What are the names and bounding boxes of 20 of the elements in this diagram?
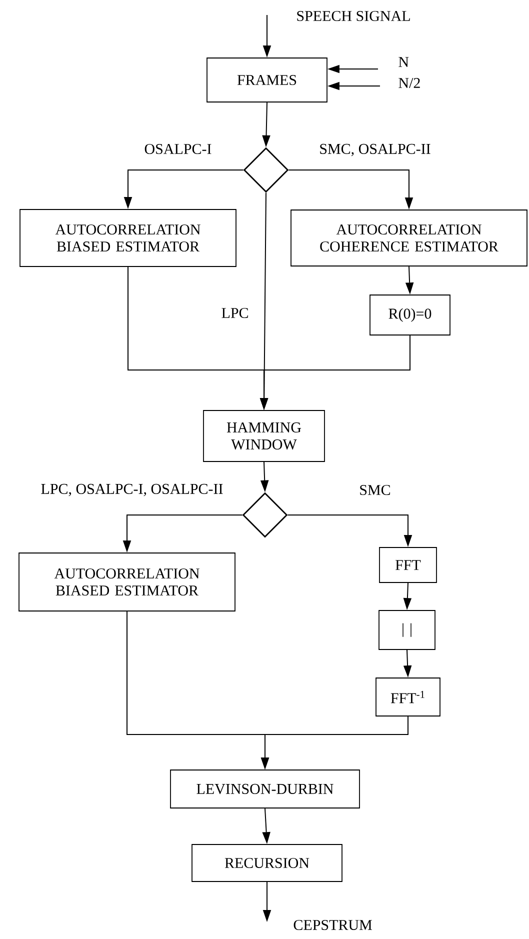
edge-label: N bbox=[397, 56, 410, 68]
process-box: HAMMING WINDOW bbox=[203, 410, 325, 462]
process-box: FFT bbox=[379, 547, 437, 583]
edge-label: SMC, OSALPC-II bbox=[318, 142, 432, 158]
edge-label: CEPSTRUM bbox=[292, 918, 374, 932]
edge-label: SMC bbox=[358, 484, 392, 496]
edge-label: LPC bbox=[220, 306, 250, 320]
edge-label: LPC, OSALPC-I, OSALPC-II bbox=[40, 482, 224, 498]
process-box: FFT$^{-1}$ bbox=[376, 678, 440, 716]
process-box: LEVINSON-DURBIN bbox=[170, 770, 360, 808]
process-box: R(0)=0 bbox=[370, 294, 450, 336]
process-box: AUTOCORRELATION BIASED ESTIMATOR bbox=[20, 209, 236, 267]
edge-label: SPEECH SIGNAL bbox=[295, 10, 412, 22]
process-box: | | bbox=[378, 610, 436, 650]
process-box: FRAMES bbox=[206, 58, 328, 102]
process-box: AUTOCORRELATION BIASED ESTIMATOR bbox=[18, 552, 236, 612]
process-box: AUTOCORRELATION COHERENCE ESTIMATOR bbox=[290, 210, 528, 266]
edge-label: OSALPC-I bbox=[143, 142, 213, 156]
process-box: RECURSION bbox=[192, 844, 342, 882]
edge-label: N/2 bbox=[397, 76, 422, 90]
